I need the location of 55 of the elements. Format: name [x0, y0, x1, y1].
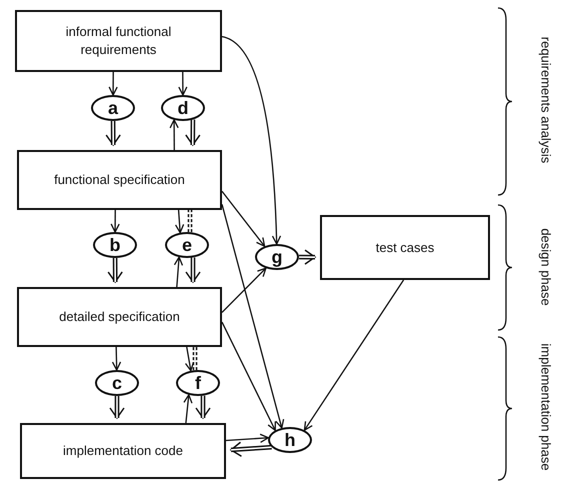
step-ellipse [93, 232, 137, 258]
step-ellipse [176, 370, 220, 396]
double-arrow [185, 120, 201, 146]
process-box [20, 423, 226, 479]
process-box [320, 215, 490, 280]
step-ellipse [161, 95, 205, 121]
dashed-double-line [192, 347, 198, 370]
arrow [174, 256, 184, 288]
step-letter: h [284, 428, 296, 452]
arrow [110, 210, 120, 233]
arrow [108, 72, 118, 96]
box-label: informal functional requirements [64, 23, 172, 59]
arrow [178, 72, 188, 96]
arrow [222, 268, 267, 313]
step-letter: g [272, 246, 282, 269]
process-box [15, 10, 222, 72]
phase-label: design phase [537, 227, 554, 308]
box-label: test cases [376, 238, 434, 256]
double-arrow [109, 396, 125, 419]
double-arrow [105, 120, 121, 146]
arrow [221, 204, 284, 429]
box-label: detailed specification [59, 308, 180, 326]
step-ellipse [91, 95, 135, 121]
arrow [226, 434, 269, 443]
phase-label: implementation phase [537, 342, 554, 473]
arrow [184, 346, 194, 372]
step-ellipse [255, 244, 299, 270]
step-letter: d [178, 96, 188, 120]
double-arrow [195, 396, 211, 419]
box-label: implementation code [63, 442, 183, 460]
step-ellipse [95, 370, 139, 396]
phase-label: requirements analysis [537, 36, 554, 166]
step-ellipse [165, 232, 209, 258]
arrow [174, 210, 184, 234]
box-label: functional specification [54, 171, 185, 189]
double-arrow [299, 249, 316, 265]
arrow [221, 190, 266, 247]
step-letter: b [110, 234, 120, 257]
arrow [112, 346, 122, 371]
double-arrow [107, 258, 123, 283]
arrow [221, 322, 276, 431]
arrow [222, 36, 282, 245]
step-ellipse [268, 427, 312, 453]
double-arrow [185, 258, 201, 283]
arrow [183, 394, 193, 424]
arrow [170, 119, 179, 150]
dashed-double-line [188, 210, 192, 232]
arrow [304, 280, 404, 431]
process-box [17, 150, 222, 210]
step-letter: c [112, 372, 122, 395]
double-arrow [230, 442, 272, 457]
step-letter: f [195, 372, 201, 395]
step-letter: a [108, 96, 118, 120]
process-box [17, 287, 222, 347]
step-letter: e [182, 234, 192, 257]
